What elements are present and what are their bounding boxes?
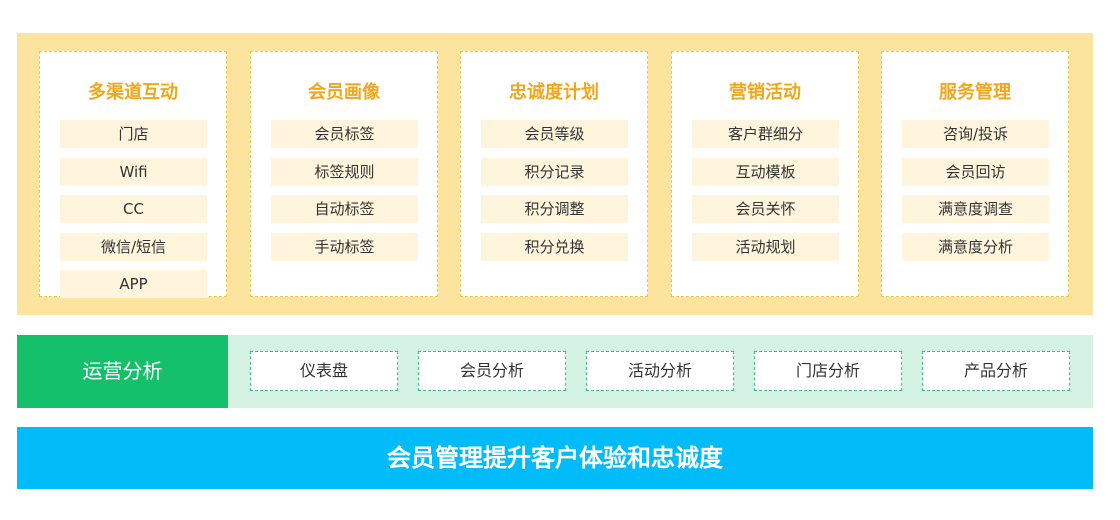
module-item: 互动模板 bbox=[692, 158, 839, 186]
module-title: 营销活动 bbox=[729, 82, 801, 103]
module-item: 门店 bbox=[60, 120, 207, 148]
module-card-loyalty: 忠诚度计划 会员等级 积分记录 积分调整 积分兑换 bbox=[460, 51, 648, 297]
module-item: 会员关怀 bbox=[692, 195, 839, 223]
modules-panel: 多渠道互动 门店 Wifi CC 微信/短信 APP 会员画像 会员标签 标签规… bbox=[17, 33, 1093, 315]
module-item: 自动标签 bbox=[271, 195, 418, 223]
module-item: 满意度分析 bbox=[902, 233, 1049, 261]
module-card-service: 服务管理 咨询/投诉 会员回访 满意度调查 满意度分析 bbox=[881, 51, 1069, 297]
module-item: 满意度调查 bbox=[902, 195, 1049, 223]
module-title: 服务管理 bbox=[939, 82, 1011, 103]
module-item: 活动规划 bbox=[692, 233, 839, 261]
module-item: 积分兑换 bbox=[481, 233, 628, 261]
operations-item: 会员分析 bbox=[418, 351, 566, 391]
module-title: 多渠道互动 bbox=[88, 82, 178, 103]
module-card-marketing: 营销活动 客户群细分 互动模板 会员关怀 活动规划 bbox=[671, 51, 859, 297]
module-item: CC bbox=[60, 195, 207, 223]
module-item: 积分调整 bbox=[481, 195, 628, 223]
module-item: 客户群细分 bbox=[692, 120, 839, 148]
goal-banner: 会员管理提升客户体验和忠诚度 bbox=[17, 427, 1093, 489]
module-item: Wifi bbox=[60, 158, 207, 186]
operations-item: 门店分析 bbox=[754, 351, 902, 391]
module-item: 微信/短信 bbox=[60, 233, 207, 261]
module-item: 手动标签 bbox=[271, 233, 418, 261]
module-item: 积分记录 bbox=[481, 158, 628, 186]
module-title: 忠诚度计划 bbox=[509, 82, 599, 103]
module-item: 咨询/投诉 bbox=[902, 120, 1049, 148]
operations-item: 产品分析 bbox=[922, 351, 1070, 391]
module-item: APP bbox=[60, 270, 207, 298]
module-card-channels: 多渠道互动 门店 Wifi CC 微信/短信 APP bbox=[39, 51, 227, 298]
module-title: 会员画像 bbox=[308, 82, 380, 103]
operations-item: 活动分析 bbox=[586, 351, 734, 391]
operations-panel: 运营分析 仪表盘 会员分析 活动分析 门店分析 产品分析 bbox=[17, 335, 1093, 408]
module-item: 会员回访 bbox=[902, 158, 1049, 186]
operations-label: 运营分析 bbox=[17, 335, 228, 408]
module-card-profile: 会员画像 会员标签 标签规则 自动标签 手动标签 bbox=[250, 51, 438, 297]
module-item: 会员标签 bbox=[271, 120, 418, 148]
module-item: 标签规则 bbox=[271, 158, 418, 186]
module-item: 会员等级 bbox=[481, 120, 628, 148]
operations-item: 仪表盘 bbox=[250, 351, 398, 391]
